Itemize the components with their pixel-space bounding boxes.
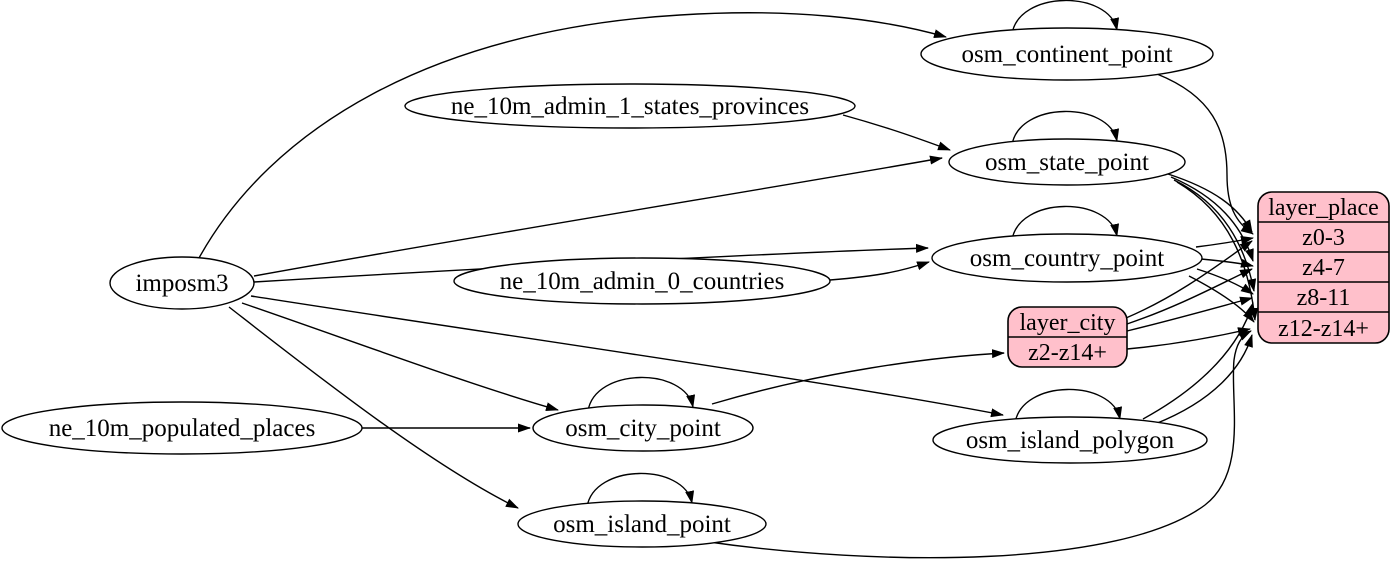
- edge-self-loop-osm_city_point: [587, 376, 696, 412]
- edge-osm_state_point-to-layer_place-z0-3: [1167, 173, 1253, 233]
- node-label-ne_10m_admin_0_countries: ne_10m_admin_0_countries: [500, 268, 785, 295]
- edge-imposm3-to-osm_continent_point: [198, 12, 947, 259]
- node-label-ne_10m_admin_1_states_provinces: ne_10m_admin_1_states_provinces: [451, 93, 809, 120]
- edge-layer_city-to-layer_place-z12-z14: [1126, 327, 1251, 350]
- node-osm_country_point: [931, 233, 1203, 283]
- record-layer_city-title: layer_city: [1020, 310, 1116, 336]
- edge-self-loop-osm_state_point: [1011, 110, 1120, 146]
- node-label-osm_island_point: osm_island_point: [553, 511, 731, 538]
- node-osm_continent_point: [920, 27, 1214, 81]
- edge-self-loop-osm_island_point: [586, 472, 695, 508]
- edge-layer_city-to-layer_place-z0-3: [1125, 240, 1253, 319]
- edge-imposm3-to-osm_state_point: [253, 155, 943, 277]
- edge-osm_city_point-to-layer_city-z2-z14: [711, 349, 1005, 405]
- edge-self-loop-osm_continent_point: [1011, 0, 1120, 35]
- edge-layer_city-to-layer_place-z8-11: [1126, 296, 1253, 332]
- record-layer_place-title: layer_place: [1268, 195, 1379, 221]
- edge-osm_country_point-to-layer_place-z0-3: [1195, 235, 1254, 248]
- edge-osm_island_polygon-to-layer_place-z8-11: [1142, 302, 1254, 420]
- node-osm_island_polygon: [932, 416, 1208, 464]
- edge-osm_continent_point-to-layer_place-z0-3: [1156, 73, 1254, 235]
- edge-layer_city-to-layer_place-z4-7: [1126, 268, 1253, 325]
- edge-osm_country_point-to-layer_place-z12-z14: [1188, 275, 1255, 323]
- node-label-osm_city_point: osm_city_point: [565, 415, 721, 442]
- edge-ne_10m_admin_1_states_provinces-to-osm_state_point: [842, 114, 951, 151]
- edge-imposm3-to-osm_island_point: [228, 306, 519, 509]
- node-label-ne_10m_populated_places: ne_10m_populated_places: [49, 415, 316, 442]
- record-layer_place-row-z4-7: z4-7: [1302, 255, 1345, 281]
- edge-self-loop-osm_country_point: [1011, 205, 1120, 241]
- edge-ne_10m_admin_0_countries-to-osm_country_point: [829, 261, 930, 281]
- node-imposm3: [109, 256, 255, 310]
- record-layer_city: layer_city z2-z14+: [1007, 306, 1128, 368]
- edge-self-loop-osm_island_polygon: [1014, 388, 1123, 424]
- edge-osm_island_point-to-layer_place-z12-z14: [701, 330, 1252, 559]
- node-label-osm_continent_point: osm_continent_point: [961, 41, 1172, 68]
- node-label-osm_island_polygon: osm_island_polygon: [966, 427, 1175, 454]
- edges-group: [198, 0, 1259, 559]
- edge-imposm3-to-osm_city_point: [241, 302, 559, 412]
- record-layer_place-row-z8-11: z8-11: [1297, 285, 1351, 311]
- edge-imposm3-to-osm_island_polygon: [250, 295, 1004, 418]
- node-osm_city_point: [532, 404, 754, 452]
- node-label-osm_state_point: osm_state_point: [985, 149, 1149, 176]
- node-ne_10m_admin_1_states_provinces: [404, 83, 856, 129]
- record-layer_place-box: [1257, 191, 1390, 344]
- node-ne_10m_populated_places: [1, 401, 363, 455]
- edge-osm_country_point-to-layer_place-z4-7: [1200, 258, 1254, 268]
- edge-osm_island_polygon-to-layer_place-z12-z14: [1154, 334, 1253, 425]
- record-layer_place-row-z0-3: z0-3: [1302, 225, 1345, 251]
- node-label-imposm3: imposm3: [135, 270, 228, 297]
- record-layer_city-row-z2-z14: z2-z14+: [1028, 340, 1107, 366]
- node-label-osm_country_point: osm_country_point: [970, 245, 1164, 272]
- nodes-group: imposm3 ne_10m_admin_1_states_provinces …: [1, 27, 1214, 548]
- record-layer_place-row-z12-z14: z12-z14+: [1278, 316, 1369, 342]
- node-osm_island_point: [517, 500, 767, 548]
- record-layer_place: layer_place z0-3 z4-7 z8-11 z12-z14+: [1257, 191, 1390, 344]
- edge-osm_country_point-to-layer_place-z8-11: [1196, 268, 1254, 295]
- node-osm_state_point: [948, 138, 1186, 186]
- node-ne_10m_admin_0_countries: [453, 257, 831, 305]
